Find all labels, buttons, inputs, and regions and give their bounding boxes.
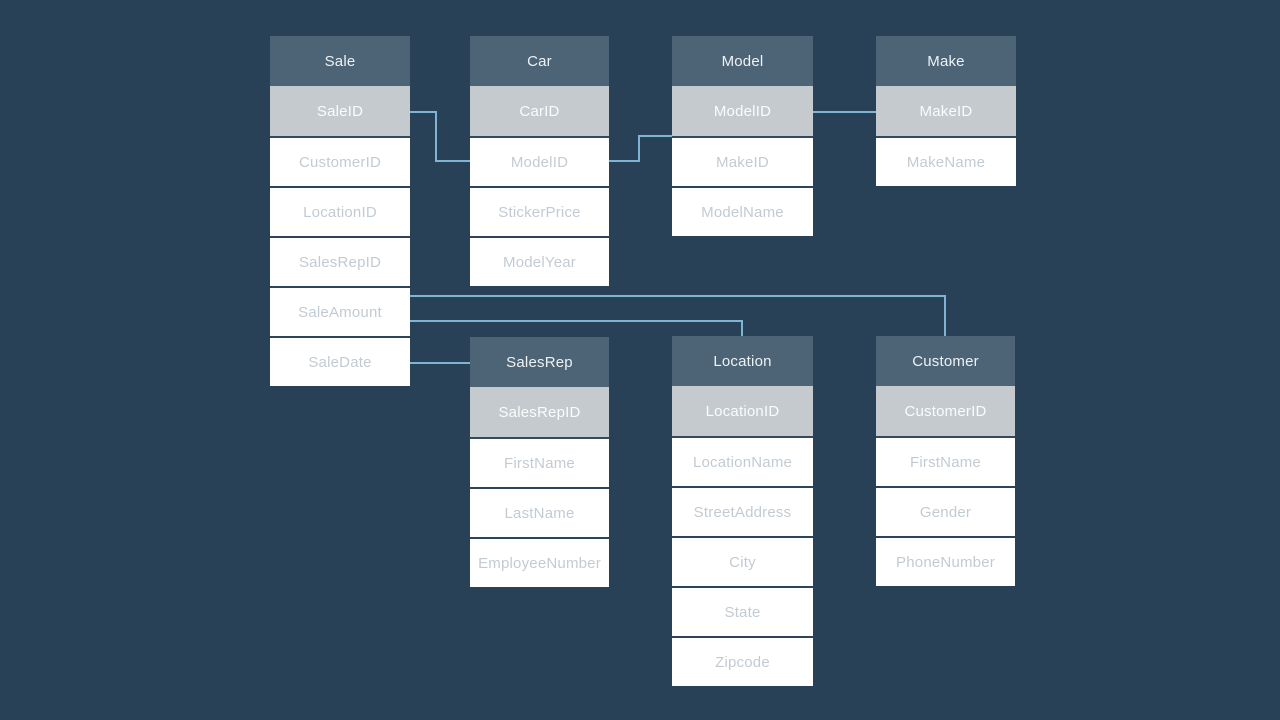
field-salesrep-2[interactable]: LastName [470, 487, 609, 537]
relationship-line-sale-customer [410, 295, 946, 337]
field-location-5[interactable]: Zipcode [672, 636, 813, 686]
field-car-1[interactable]: ModelID [470, 136, 609, 186]
relationship-line-sale-car [410, 111, 470, 162]
field-car-3[interactable]: ModelYear [470, 236, 609, 286]
field-car-2[interactable]: StickerPrice [470, 186, 609, 236]
entity-title-location: Location [672, 336, 813, 386]
field-customer-2[interactable]: Gender [876, 486, 1015, 536]
entity-title-make: Make [876, 36, 1016, 86]
entity-title-customer: Customer [876, 336, 1015, 386]
field-location-3[interactable]: City [672, 536, 813, 586]
entity-title-model: Model [672, 36, 813, 86]
field-location-2[interactable]: StreetAddress [672, 486, 813, 536]
entity-title-sale: Sale [270, 36, 410, 86]
field-sale-1[interactable]: CustomerID [270, 136, 410, 186]
primary-key-field-model-0[interactable]: ModelID [672, 86, 813, 136]
relationship-line-car-model [609, 135, 672, 162]
field-location-1[interactable]: LocationName [672, 436, 813, 486]
primary-key-field-car-0[interactable]: CarID [470, 86, 609, 136]
entity-title-car: Car [470, 36, 609, 86]
field-sale-3[interactable]: SalesRepID [270, 236, 410, 286]
field-make-1[interactable]: MakeName [876, 136, 1016, 186]
relationship-line-sale-location [410, 320, 743, 337]
field-customer-3[interactable]: PhoneNumber [876, 536, 1015, 586]
field-customer-1[interactable]: FirstName [876, 436, 1015, 486]
field-sale-4[interactable]: SaleAmount [270, 286, 410, 336]
entity-title-salesrep: SalesRep [470, 337, 609, 387]
field-model-2[interactable]: ModelName [672, 186, 813, 236]
primary-key-field-location-0[interactable]: LocationID [672, 386, 813, 436]
field-salesrep-1[interactable]: FirstName [470, 437, 609, 487]
field-location-4[interactable]: State [672, 586, 813, 636]
field-sale-2[interactable]: LocationID [270, 186, 410, 236]
field-model-1[interactable]: MakeID [672, 136, 813, 186]
field-sale-5[interactable]: SaleDate [270, 336, 410, 386]
primary-key-field-sale-0[interactable]: SaleID [270, 86, 410, 136]
field-salesrep-3[interactable]: EmployeeNumber [470, 537, 609, 587]
primary-key-field-make-0[interactable]: MakeID [876, 86, 1016, 136]
primary-key-field-salesrep-0[interactable]: SalesRepID [470, 387, 609, 437]
primary-key-field-customer-0[interactable]: CustomerID [876, 386, 1015, 436]
